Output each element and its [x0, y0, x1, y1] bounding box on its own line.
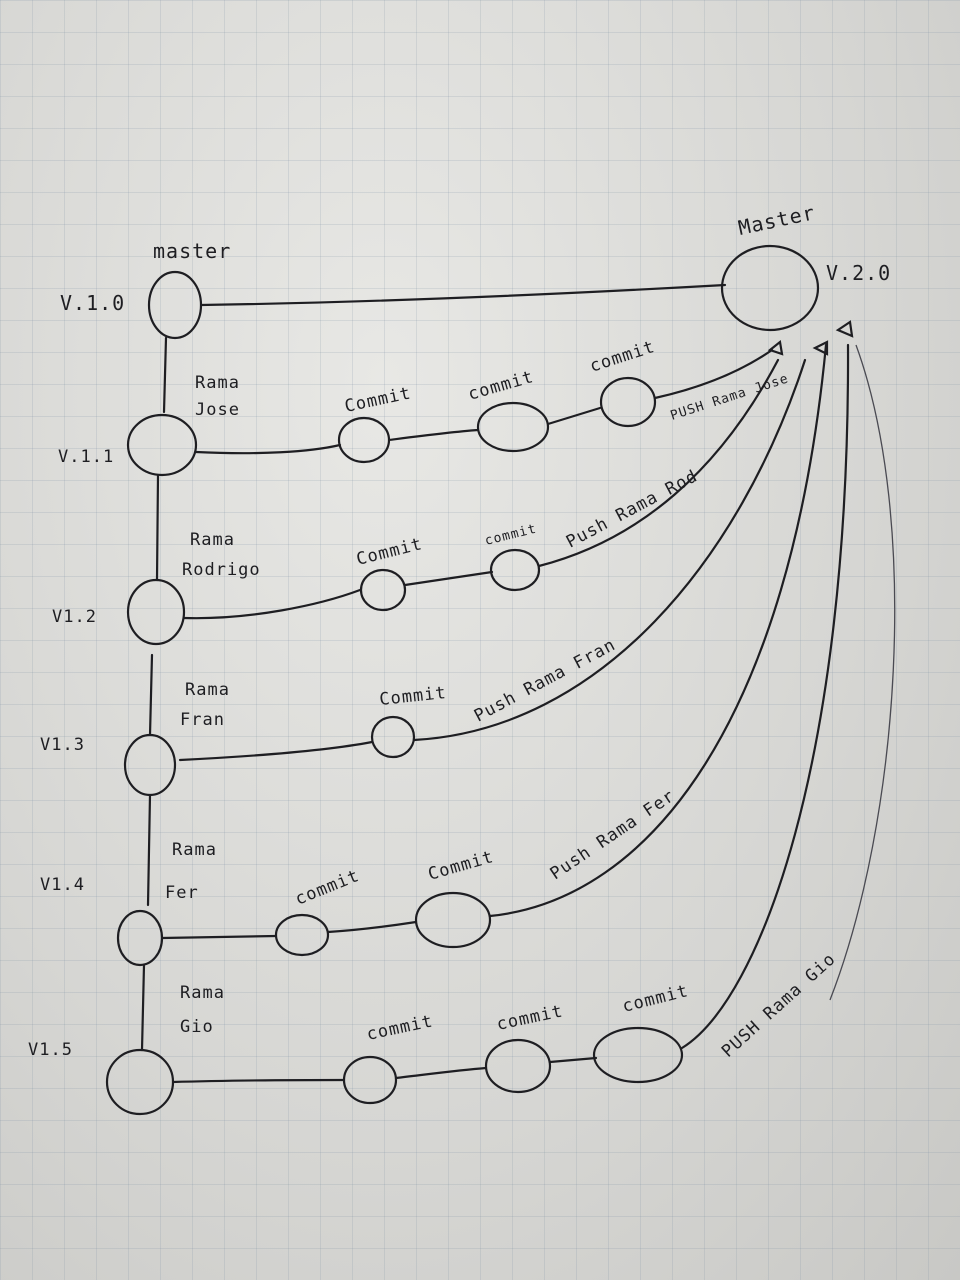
branch-name: Gio [180, 1017, 214, 1037]
commit-node [274, 913, 330, 957]
branch-name: Rama [172, 840, 217, 860]
commit-node [592, 1026, 684, 1084]
branch-line [194, 443, 342, 455]
branch-node-jose [126, 413, 198, 477]
master-left-version: V.1.0 [60, 291, 125, 315]
push-line [653, 348, 774, 400]
commit-label: commit [292, 866, 362, 910]
commit-node [476, 401, 550, 453]
commit-node [484, 1038, 552, 1094]
branch-node-fer [116, 909, 164, 967]
commit-node [414, 891, 492, 949]
commit-node [337, 416, 391, 464]
master-line [199, 283, 727, 307]
commit-label: commit [483, 522, 538, 549]
branch-line [178, 740, 374, 762]
commit-label: commit [495, 1001, 565, 1035]
branch-version: V1.5 [28, 1040, 73, 1060]
branch-line [326, 920, 418, 934]
branch-node-rodrigo [126, 578, 186, 646]
commit-label: Commit [343, 383, 413, 417]
commit-node [359, 568, 407, 612]
commit-node [370, 715, 416, 759]
trunk-line [140, 336, 168, 1052]
commit-label: Commit [378, 683, 447, 710]
branch-line [546, 406, 602, 426]
branch-node-fran [123, 733, 177, 797]
push-line [488, 343, 828, 918]
commit-label: commit [587, 337, 657, 377]
commit-label: Commit [354, 534, 424, 570]
branch-version: V1.4 [40, 875, 85, 895]
push-label: Push Rama Fer [547, 786, 679, 884]
branch-line [394, 1066, 488, 1080]
branch-name: Rama [190, 530, 235, 550]
branch-name: Rama [195, 373, 240, 393]
commit-node [599, 376, 657, 428]
push-label: Push Rama Fran [471, 635, 619, 727]
branch-line [160, 934, 278, 940]
merge-arrowheads [767, 320, 854, 356]
master-left-label: master [153, 239, 231, 263]
commit-label: commit [365, 1011, 435, 1045]
master-right-label: Master [736, 200, 818, 240]
master-right-node [720, 244, 820, 332]
branch-line [548, 1056, 598, 1064]
branch-name: Fran [180, 710, 225, 730]
commit-node [342, 1055, 398, 1105]
commit-label: commit [620, 981, 690, 1017]
branch-name: Fer [165, 883, 199, 903]
branch-version: V1.3 [40, 735, 85, 755]
branch-name: Rama [180, 983, 225, 1003]
branch-version: V1.2 [52, 607, 97, 627]
push-label: Push Rama Rod [563, 466, 701, 552]
push-line [537, 358, 780, 568]
master-right-version: V.2.0 [826, 261, 891, 285]
branch-name: Jose [195, 400, 240, 420]
branch-name: Rodrigo [182, 560, 261, 580]
commit-label: commit [466, 367, 536, 405]
branch-name: Rama [185, 680, 230, 700]
commit-node [489, 548, 541, 592]
master-left-node [147, 270, 203, 340]
branch-line [403, 570, 494, 587]
push-line [412, 358, 807, 742]
branch-line [171, 1078, 346, 1084]
commit-label: Commit [426, 847, 496, 885]
push-label: PUSH Rama Gio [718, 949, 840, 1062]
branch-line [387, 428, 480, 442]
push-label: PUSH Rama Jose [669, 371, 791, 423]
branch-node-gio [105, 1048, 175, 1116]
branch-version: V.1.1 [58, 447, 114, 467]
branch-line [182, 588, 362, 620]
pencil-line [829, 344, 896, 1001]
push-line [680, 343, 850, 1050]
